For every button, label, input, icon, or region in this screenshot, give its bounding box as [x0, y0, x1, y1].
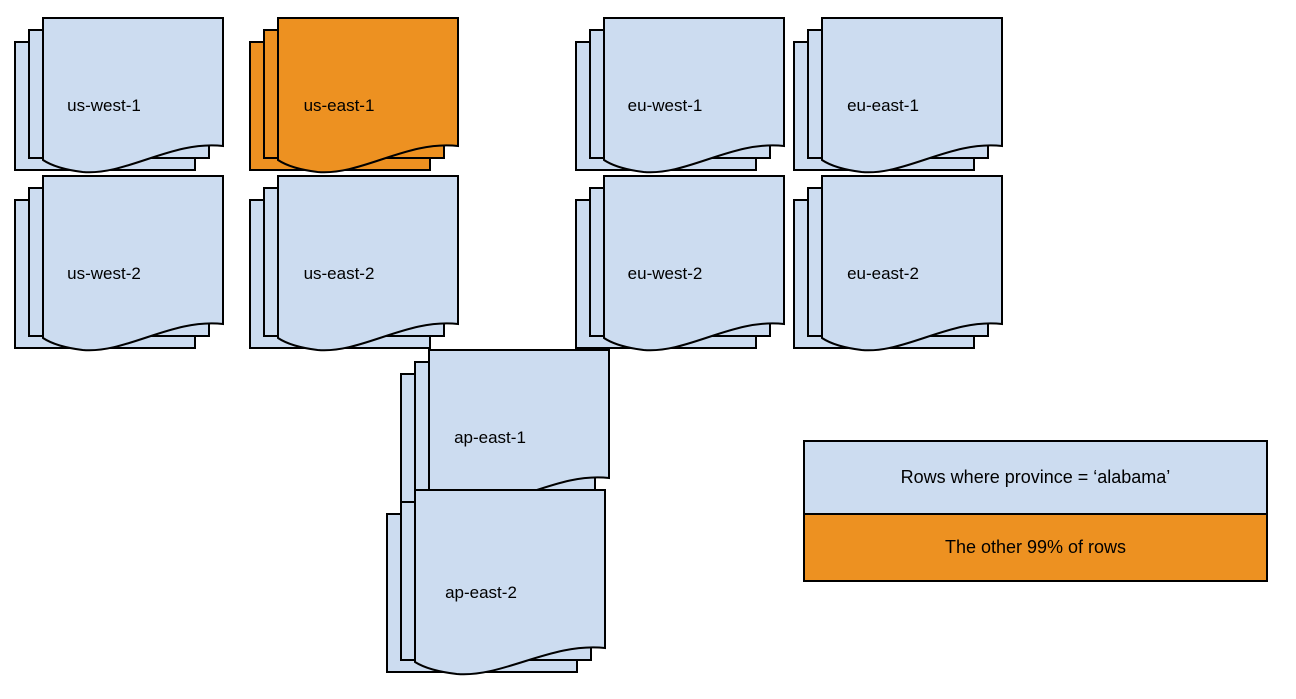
document-sheet [414, 489, 606, 676]
region-stack-ap-east-2[interactable]: ap-east-2 [386, 489, 606, 697]
document-sheet [42, 17, 224, 174]
region-stack-shape-us-west-1 [14, 17, 224, 174]
region-stack-shape-us-east-1 [249, 17, 459, 174]
document-sheet [42, 175, 224, 352]
document-sheet [603, 17, 785, 174]
region-stack-us-west-1[interactable]: us-west-1 [14, 17, 224, 195]
region-stack-shape-eu-west-2 [575, 175, 785, 352]
region-stack-eu-west-1[interactable]: eu-west-1 [575, 17, 785, 195]
legend-row-legend-blue: Rows where province = ‘alabama’ [805, 442, 1266, 515]
region-stack-shape-us-west-2 [14, 175, 224, 352]
region-stack-shape-eu-west-1 [575, 17, 785, 174]
document-sheet [603, 175, 785, 352]
document-sheet [277, 17, 459, 174]
region-stack-us-east-1[interactable]: us-east-1 [249, 17, 459, 195]
region-stack-shape-eu-east-2 [793, 175, 1003, 352]
region-stack-shape-ap-east-2 [386, 489, 606, 676]
document-sheet [277, 175, 459, 352]
region-stack-eu-west-2[interactable]: eu-west-2 [575, 175, 785, 373]
region-stack-eu-east-2[interactable]: eu-east-2 [793, 175, 1003, 373]
region-stack-shape-eu-east-1 [793, 17, 1003, 174]
legend-label-legend-orange: The other 99% of rows [944, 537, 1127, 557]
region-stack-us-west-2[interactable]: us-west-2 [14, 175, 224, 373]
document-sheet [821, 17, 1003, 174]
document-sheet [821, 175, 1003, 352]
region-stack-eu-east-1[interactable]: eu-east-1 [793, 17, 1003, 195]
region-stack-us-east-2[interactable]: us-east-2 [249, 175, 459, 373]
region-stack-shape-us-east-2 [249, 175, 459, 352]
legend: Rows where province = ‘alabama’ The other… [803, 440, 1268, 582]
legend-label-legend-blue: Rows where province = ‘alabama’ [900, 467, 1171, 487]
legend-row-legend-orange: The other 99% of rows [805, 515, 1266, 580]
